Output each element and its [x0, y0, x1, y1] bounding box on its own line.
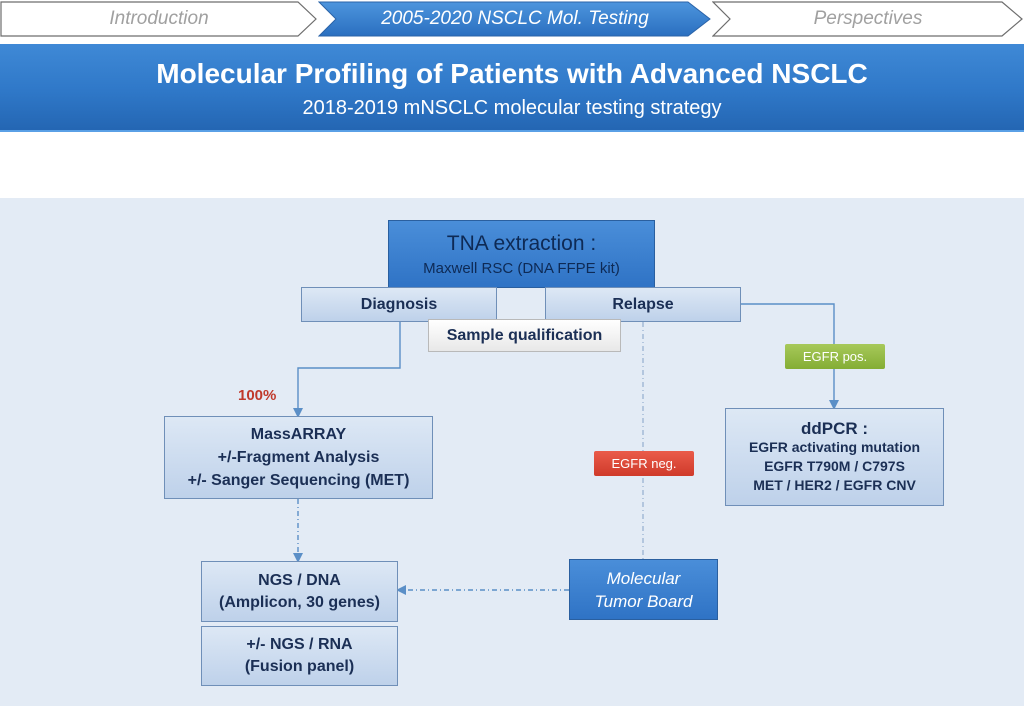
nav-step-label: 2005-2020 NSCLC Mol. Testing — [381, 8, 649, 29]
tna-method: Maxwell RSC (DNA FFPE kit) — [423, 259, 620, 277]
tna-title: TNA extraction : — [446, 231, 597, 255]
egfr-neg-badge: EGFR neg. — [594, 451, 694, 476]
slide-title: Molecular Profiling of Patients with Adv… — [156, 58, 868, 89]
sample-qualification-label: Sample qualification — [446, 326, 603, 344]
massarray-line: +/- Sanger Sequencing (MET) — [187, 472, 410, 489]
ngs-rna-line: +/- NGS / RNA — [246, 636, 353, 653]
massarray-box: MassARRAY +/-Fragment Analysis +/- Sange… — [164, 416, 433, 499]
diagnosis-label: Diagnosis — [360, 295, 438, 313]
ddpcr-line: EGFR T790M / C797S — [764, 458, 905, 474]
chevron-shape — [0, 1, 317, 37]
percent-label: 100% — [238, 387, 277, 404]
chevron-shape — [318, 1, 711, 37]
ddpcr-line: MET / HER2 / EGFR CNV — [753, 477, 916, 493]
ngs-dna-box: NGS / DNA (Amplicon, 30 genes) — [201, 561, 398, 622]
tna-extraction-box: TNA extraction : Maxwell RSC (DNA FFPE k… — [388, 220, 655, 288]
nav-step-mol-testing[interactable]: 2005-2020 NSCLC Mol. Testing — [318, 1, 712, 37]
massarray-line: MassARRAY — [250, 426, 347, 443]
molecular-tumor-board-box: Molecular Tumor Board — [569, 559, 718, 620]
massarray-line: +/-Fragment Analysis — [217, 449, 380, 466]
ddpcr-line: EGFR activating mutation — [748, 439, 921, 455]
mtb-line: Tumor Board — [594, 591, 693, 611]
diagnosis-box: Diagnosis — [301, 287, 497, 322]
ngs-dna-line: (Amplicon, 30 genes) — [219, 593, 380, 611]
mtb-line: Molecular — [606, 568, 681, 588]
relapse-box: Relapse — [545, 287, 741, 322]
nav-step-label: Introduction — [109, 8, 209, 29]
relapse-label: Relapse — [612, 295, 674, 313]
ddpcr-box: ddPCR : EGFR activating mutation EGFR T7… — [725, 408, 944, 506]
slide-header: Molecular Profiling of Patients with Adv… — [0, 44, 1024, 132]
chevron-shape — [712, 1, 1023, 37]
egfr-pos-badge: EGFR pos. — [785, 344, 885, 369]
ddpcr-heading: ddPCR : — [800, 419, 869, 438]
nav-step-introduction[interactable]: Introduction — [0, 1, 318, 37]
slide-subtitle: 2018-2019 mNSCLC molecular testing strat… — [302, 97, 722, 119]
ngs-rna-box: +/- NGS / RNA (Fusion panel) — [201, 626, 398, 686]
nav-step-label: Perspectives — [813, 8, 923, 29]
progress-nav: Introduction 2005-2020 NSCLC Mol. Testin… — [0, 0, 1024, 40]
sample-qualification-box: Sample qualification — [428, 319, 621, 352]
nav-step-perspectives[interactable]: Perspectives — [712, 1, 1024, 37]
ngs-rna-line: (Fusion panel) — [244, 658, 355, 675]
ngs-dna-line: NGS / DNA — [258, 571, 341, 589]
